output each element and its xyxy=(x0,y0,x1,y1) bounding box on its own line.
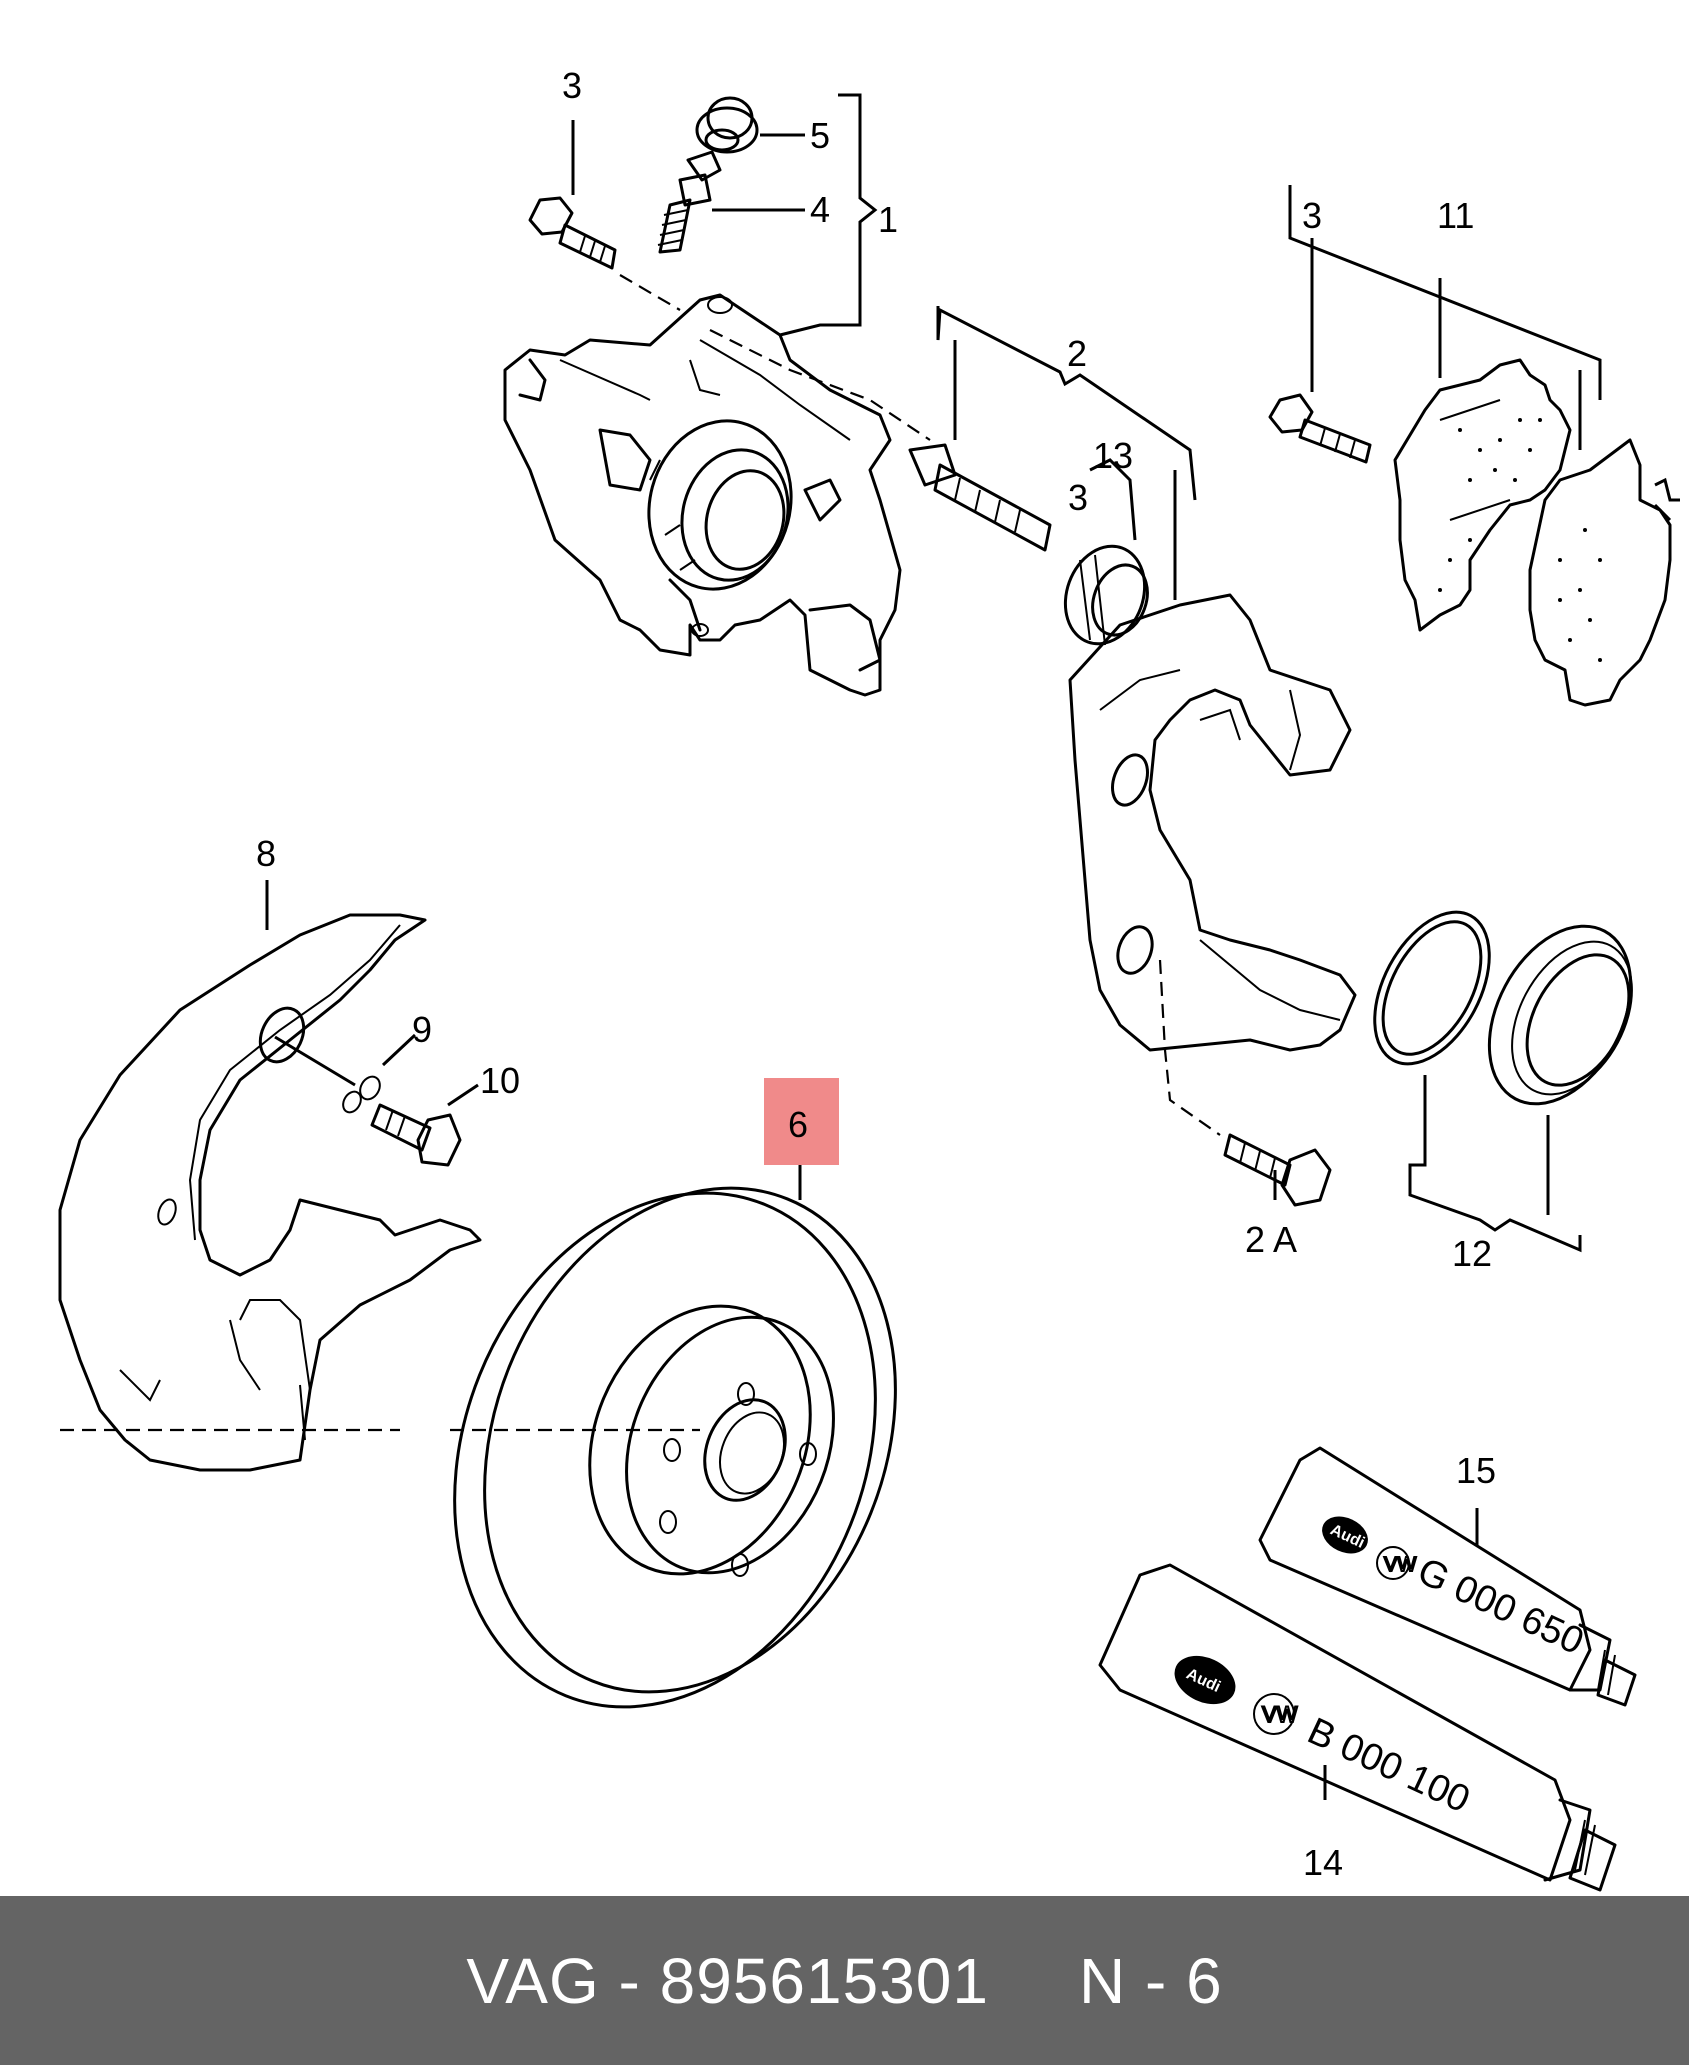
callout-11: 11 xyxy=(1437,195,1474,236)
footer-position: N - 6 xyxy=(1078,1944,1223,2017)
svg-text:VW: VW xyxy=(1262,1702,1298,1727)
callout-1: 1 xyxy=(878,199,898,240)
callout-12: 12 xyxy=(1452,1233,1492,1274)
callout-5: 5 xyxy=(810,115,830,156)
callout-2: 2 xyxy=(1067,333,1087,374)
spring-washer xyxy=(342,1075,381,1114)
piston-seal-ring xyxy=(1373,910,1491,1066)
callout-8: 8 xyxy=(256,833,276,874)
callout-4: 4 xyxy=(810,189,830,230)
brake-pads xyxy=(1393,358,1672,707)
footer-brand: VAG xyxy=(466,1944,600,2017)
piston-dust-boot xyxy=(1487,924,1633,1106)
callout-2A: 2 A xyxy=(1245,1219,1297,1260)
callout-15: 15 xyxy=(1456,1450,1496,1491)
pad-bolt xyxy=(1268,393,1372,464)
grease-tube-upper: Audi VW G 000 650 xyxy=(1258,1446,1637,1707)
callout-14: 14 xyxy=(1303,1842,1343,1883)
callout-3-mid: 3 xyxy=(1068,477,1088,518)
exploded-parts-diagram: Audi VW G 000 650 Audi VW B 000 100 xyxy=(58,65,1680,1892)
brake-disc xyxy=(450,1186,897,1709)
caliper-bolt-top xyxy=(528,196,617,270)
footer-separator: - xyxy=(599,1944,660,2017)
brake-splash-shield xyxy=(58,913,482,1472)
bleeder-screw xyxy=(657,150,722,254)
footer-part-number: 895615301 xyxy=(659,1944,989,2017)
guide-pin xyxy=(908,443,1052,552)
callout-6: 6 xyxy=(788,1104,808,1145)
svg-text:VW: VW xyxy=(1384,1554,1416,1576)
callout-13: 13 xyxy=(1093,435,1133,476)
callout-10: 10 xyxy=(480,1060,520,1101)
callout-9: 9 xyxy=(412,1009,432,1050)
dust-boot-spring xyxy=(695,96,759,154)
callout-3-top: 3 xyxy=(562,65,582,106)
brake-caliper-housing xyxy=(503,274,931,697)
callout-labels: 3 5 4 1 2 13 3 3 11 8 9 10 6 2 A 12 15 1… xyxy=(256,65,1496,1883)
caliper-carrier-bracket xyxy=(1068,593,1357,1136)
callout-3-right: 3 xyxy=(1302,195,1322,236)
guide-pin-boot xyxy=(1063,544,1149,646)
leader-lines xyxy=(265,93,1680,1800)
carrier-bolt xyxy=(1223,1133,1332,1207)
part-footer-bar: VAG - 895615301 N - 6 xyxy=(0,1896,1689,2065)
shield-bolt xyxy=(370,1103,462,1167)
tube-upper-code: G 000 650 xyxy=(1411,1550,1590,1663)
highlight-callout-6 xyxy=(764,1078,839,1165)
tube-lower-code: B 000 100 xyxy=(1301,1710,1476,1821)
